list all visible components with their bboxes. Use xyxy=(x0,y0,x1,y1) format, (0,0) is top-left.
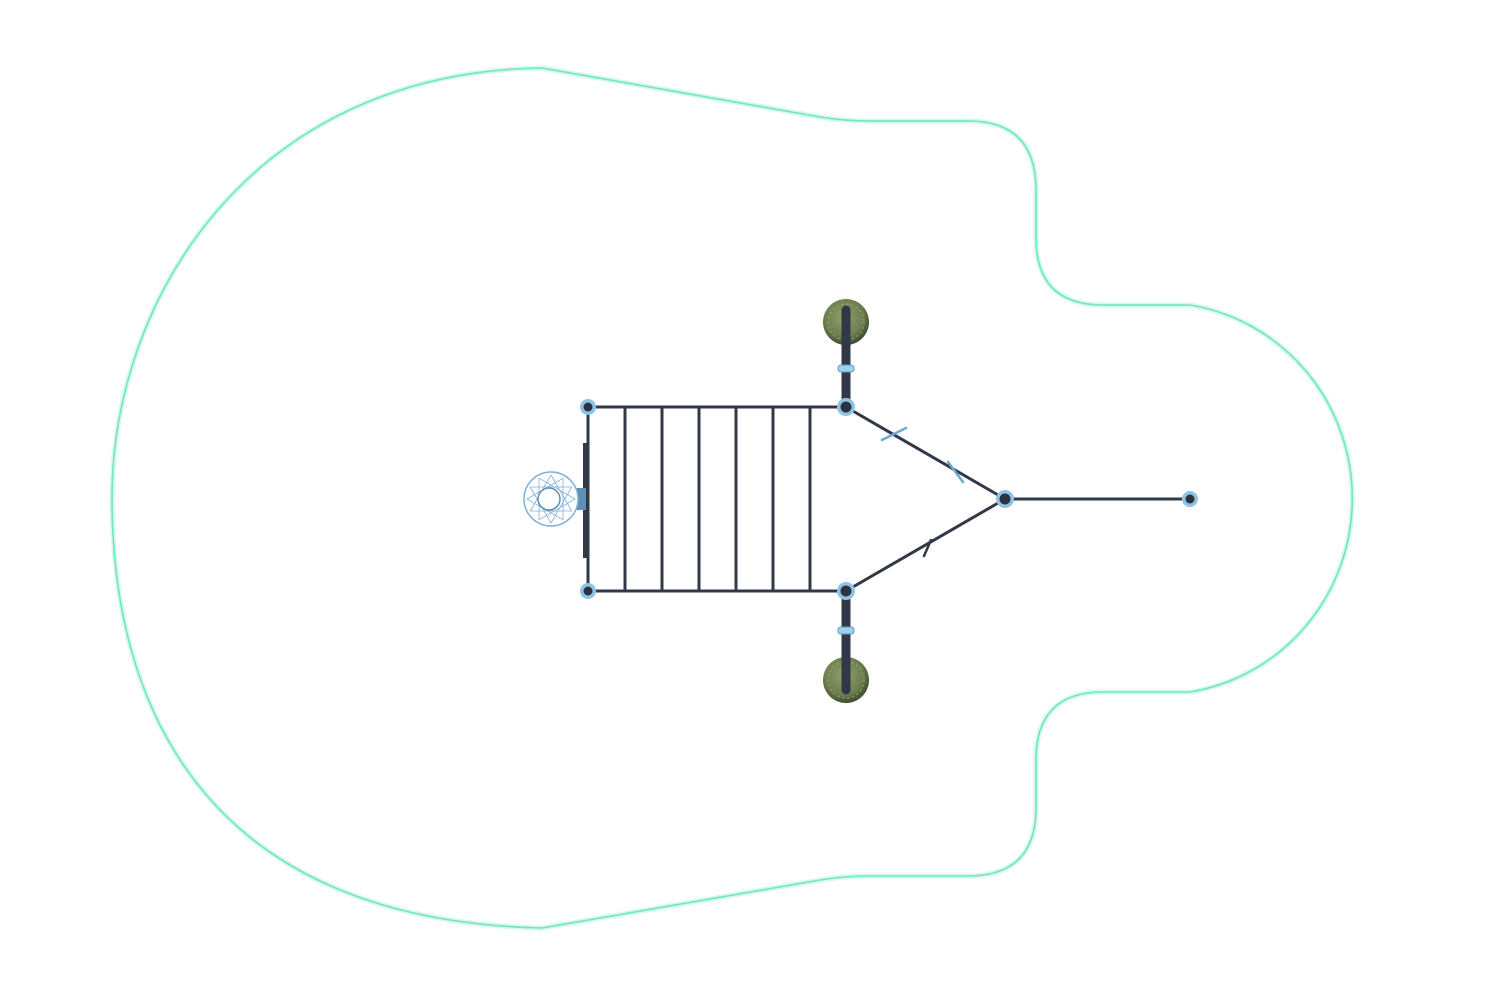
pad-stitch-ring xyxy=(827,303,865,341)
joint-core xyxy=(840,585,852,597)
collar-top xyxy=(837,364,855,373)
horizontal-ladder xyxy=(586,405,846,593)
post-icon xyxy=(837,398,855,416)
boundary-line xyxy=(111,67,1354,929)
joint-core xyxy=(583,402,593,412)
net-strand xyxy=(550,486,573,524)
triangular-frame xyxy=(844,405,1007,593)
diagonal-brace-icon xyxy=(880,426,908,442)
arm-braces xyxy=(880,426,965,558)
joint-core xyxy=(1185,494,1195,504)
joint-core xyxy=(583,586,593,596)
basketball-hoop xyxy=(523,443,587,558)
post-icon xyxy=(580,583,596,599)
net-strand xyxy=(538,498,576,521)
ladder-rungs xyxy=(623,407,812,591)
hoop-rim-inner xyxy=(537,487,561,511)
joint-core xyxy=(999,493,1011,505)
safety-boundary xyxy=(109,65,1355,931)
frame-joints xyxy=(580,398,1198,600)
diagonal-brace-icon xyxy=(946,460,965,484)
frame-arm-lower xyxy=(844,497,1007,593)
post-icon xyxy=(580,399,596,415)
post-collars xyxy=(837,364,855,635)
post-icon xyxy=(996,490,1014,508)
post-icon xyxy=(837,582,855,600)
net-strand xyxy=(550,474,573,512)
net-strand xyxy=(538,477,576,500)
diagonal-brace-icon xyxy=(922,538,933,558)
joint-core xyxy=(840,401,852,413)
pad-stitch-ring xyxy=(827,661,865,699)
hoop-net xyxy=(526,474,576,524)
frame-arm-upper xyxy=(844,405,1007,501)
post-icon xyxy=(1182,491,1198,507)
collar-bottom xyxy=(837,626,855,635)
